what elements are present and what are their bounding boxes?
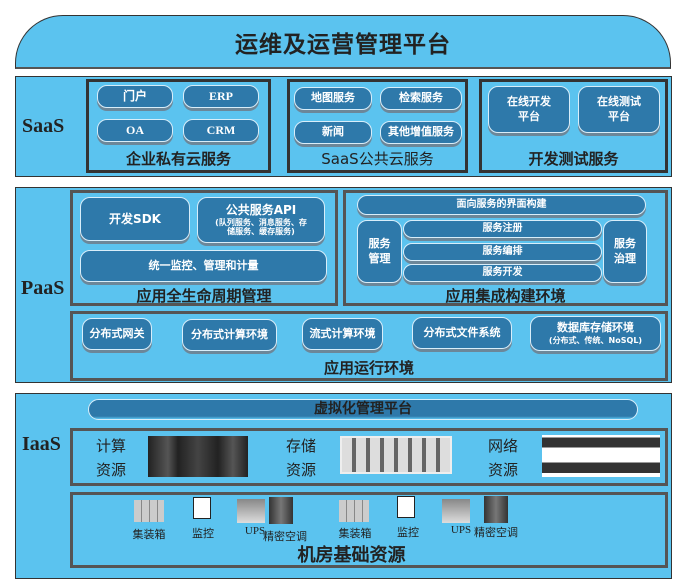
sublabel: 储服务、缓存服务) <box>227 227 295 237</box>
service-register-button[interactable]: 服务注册 <box>403 220 602 238</box>
label: 存储 <box>285 437 316 455</box>
label: 资源 <box>487 461 518 479</box>
resources-box <box>70 428 668 486</box>
facility-label: 精密空调 <box>263 530 307 543</box>
stream-compute-button[interactable]: 流式计算环境 <box>302 318 383 350</box>
db-storage-button[interactable]: 数据库存储环境(分布式、传统、NoSQL) <box>530 316 661 351</box>
sublabel: (队列服务、消息服务、存 <box>215 217 307 227</box>
lifecycle-title: 应用全生命周期管理 <box>136 287 272 305</box>
iaas-layer <box>15 393 672 579</box>
label: 在线开发 <box>507 94 551 108</box>
runtime-title: 应用运行环境 <box>323 359 414 377</box>
label: 服务 <box>368 236 391 250</box>
saas-label: SaaS <box>22 115 65 137</box>
private-cloud-title: 企业私有云服务 <box>125 150 231 168</box>
container-icon <box>134 500 164 522</box>
service-orchestrate-button[interactable]: 服务编排 <box>403 243 602 261</box>
sublabel: (分布式、传统、NoSQL) <box>548 335 643 345</box>
facility-label: 监控 <box>397 526 419 539</box>
virtualization-button[interactable]: 虚拟化管理平台 <box>88 399 638 420</box>
compute-resource-label: 计算资源 <box>93 434 129 482</box>
dist-fs-button[interactable]: 分布式文件系统 <box>412 317 512 349</box>
crm-button[interactable]: CRM <box>183 119 259 142</box>
label: 在线测试 <box>597 94 641 108</box>
server-image <box>148 436 248 477</box>
label: 管理 <box>368 251 391 265</box>
oa-button[interactable]: OA <box>97 119 173 142</box>
label: 网络 <box>487 437 518 455</box>
facility-box <box>70 492 668 568</box>
lifecycle-box <box>70 190 338 306</box>
iaas-label: IaaS <box>22 433 61 455</box>
label: 公共服务API <box>225 203 297 218</box>
label: 治理 <box>614 251 636 265</box>
label: 数据库存储环境 <box>557 320 634 334</box>
value-added-button[interactable]: 其他增值服务 <box>380 121 462 144</box>
integration-box <box>343 190 668 306</box>
facility-label: 监控 <box>192 527 214 540</box>
online-dev-button[interactable]: 在线开发平台 <box>488 86 570 133</box>
gateway-button[interactable]: 分布式网关 <box>82 318 152 350</box>
public-api-button[interactable]: 公共服务API(队列服务、消息服务、存储服务、缓存服务) <box>197 197 325 243</box>
label: 计算 <box>95 437 126 455</box>
network-switch-image <box>542 435 660 477</box>
ac-icon <box>269 497 293 524</box>
search-service-button[interactable]: 检索服务 <box>380 87 462 110</box>
network-resource-label: 网络资源 <box>485 434 521 482</box>
runtime-box <box>70 311 668 381</box>
online-test-button[interactable]: 在线测试平台 <box>578 86 660 133</box>
label: 服务 <box>614 236 636 250</box>
dev-test-title: 开发测试服务 <box>528 150 619 168</box>
monitor-button[interactable]: 统一监控、管理和计量 <box>80 250 327 282</box>
private-cloud-box <box>86 79 271 173</box>
integration-title: 应用集成构建环境 <box>445 287 566 305</box>
facility-label: UPS <box>450 524 472 536</box>
facility-title: 机房基础资源 <box>297 545 406 566</box>
news-button[interactable]: 新闻 <box>294 121 372 144</box>
label: 平台 <box>518 109 540 123</box>
facility-label: UPS <box>244 525 266 537</box>
service-manage-button[interactable]: 服务管理 <box>357 220 402 283</box>
label: 资源 <box>95 461 126 479</box>
public-cloud-box <box>287 79 468 173</box>
service-govern-button[interactable]: 服务治理 <box>603 220 647 283</box>
dist-compute-button[interactable]: 分布式计算环境 <box>182 319 277 351</box>
ui-build-button[interactable]: 面向服务的界面构建 <box>357 195 646 215</box>
dev-sdk-button[interactable]: 开发SDK <box>80 197 190 241</box>
label: 资源 <box>285 461 316 479</box>
portal-button[interactable]: 门户 <box>97 85 173 108</box>
ac-icon <box>484 496 508 523</box>
paas-label: PaaS <box>21 277 65 299</box>
label: 平台 <box>608 109 630 123</box>
facility-label: 精密空调 <box>474 526 518 539</box>
service-develop-button[interactable]: 服务开发 <box>403 264 602 282</box>
public-cloud-title: SaaS公共云服务 <box>321 150 434 168</box>
monitor-icon <box>397 496 415 518</box>
facility-label: 集装箱 <box>132 528 166 541</box>
dev-test-box <box>479 79 668 173</box>
container-icon <box>339 500 369 522</box>
ups-icon <box>442 499 470 523</box>
facility-label: 集装箱 <box>338 527 372 540</box>
erp-button[interactable]: ERP <box>183 85 259 108</box>
platform-title: 运维及运营管理平台 <box>15 15 671 69</box>
ups-icon <box>237 499 265 523</box>
storage-resource-label: 存储资源 <box>283 434 319 482</box>
storage-image <box>340 436 452 474</box>
monitor-icon <box>193 497 211 519</box>
map-service-button[interactable]: 地图服务 <box>294 87 372 110</box>
